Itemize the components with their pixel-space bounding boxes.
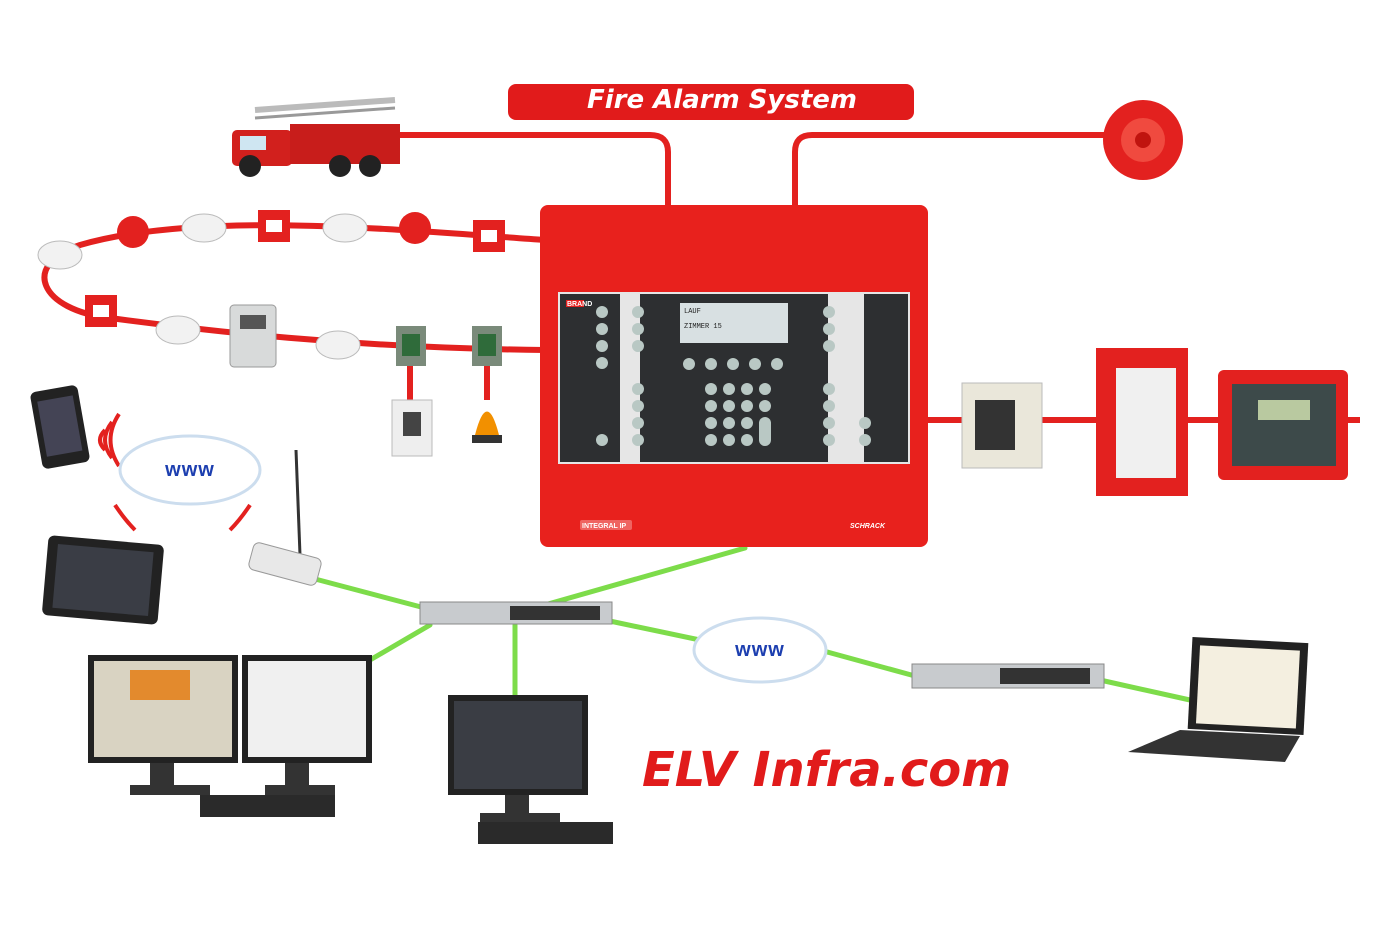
fire-truck-icon [232,97,400,177]
network-cables [297,545,1193,703]
smartphone-icon [30,385,90,469]
www-cloud-left: www [118,434,262,506]
brand-tag: BRAND [567,301,592,308]
tablet-icon [42,535,164,625]
display-line1: LAUF [684,308,701,316]
smoke-detector-icon [322,213,368,243]
www-cloud-right: www [692,616,828,684]
cloud-label-left: www [164,459,215,481]
laptop-icon [1128,637,1309,762]
title-banner: Fire Alarm System [508,84,914,120]
dual-monitor-workstation [88,655,372,817]
io-module-icon [396,326,426,366]
manual-call-point-icon [473,220,505,252]
sounder-icon [117,216,149,248]
manual-call-point-icon [258,210,290,242]
watermark-text: ELV Infra.com [642,742,1011,798]
key-switch-icon [391,399,433,457]
repeater-panel-icon [1218,370,1348,480]
router-icon [248,449,322,586]
model-label: INTEGRAL IP [582,523,627,530]
gas-detector-icon [229,304,277,368]
manufacturer-label: SCHRACK [850,523,886,530]
display-line2: ZIMMER 15 [684,323,722,331]
fire-alarm-control-panel: BRAND LAUF ZIMMER 15 INTEGRAL IP SCHRACK [540,205,928,547]
io-module-icon [472,326,502,366]
loop-devices [37,210,505,457]
smoke-detector-icon [37,240,83,270]
network-switch-icon [911,663,1105,689]
wifi-signal-icon [98,412,252,532]
title: Fire Alarm System [587,85,857,115]
smoke-detector-icon [315,330,361,360]
beacon-icon [472,411,502,443]
extinguishing-panel-icon [961,382,1043,469]
annunciator-panels [961,348,1348,496]
fire-brigade-panel-icon [1096,348,1188,496]
network-switch-icon [419,601,613,625]
smoke-detector-icon [181,213,227,243]
sounder-icon [1103,100,1183,180]
cloud-label-right: www [734,639,785,661]
sounder-icon [399,212,431,244]
single-monitor-workstation [448,695,613,844]
smoke-detector-icon [155,315,201,345]
manual-call-point-icon [85,295,117,327]
